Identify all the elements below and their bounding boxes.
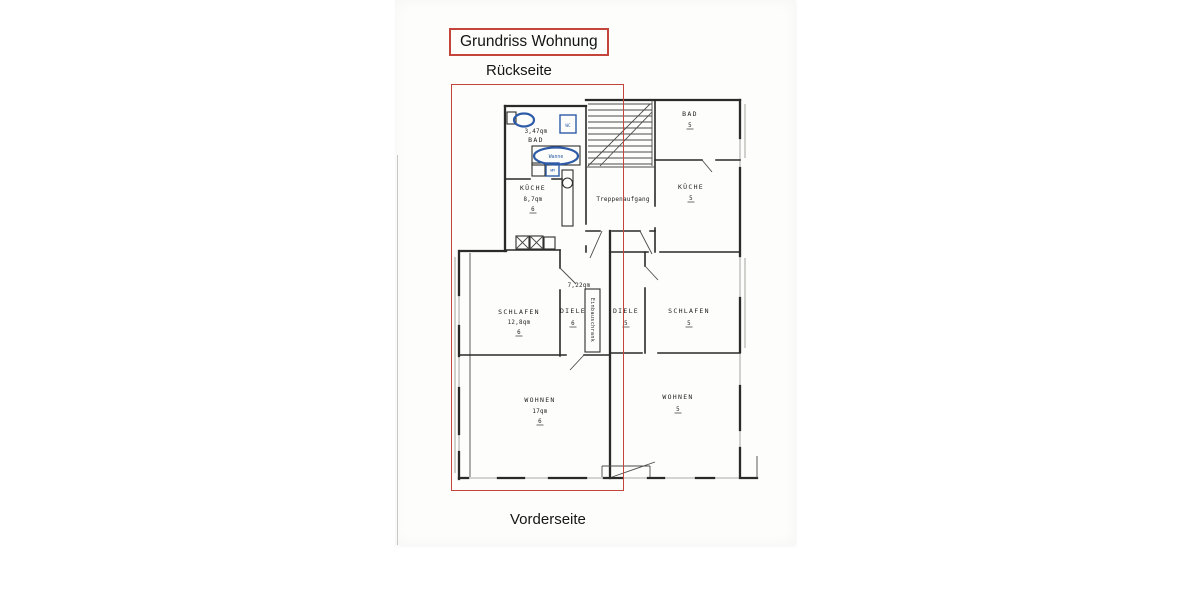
schlafen-left-name: SCHLAFEN — [498, 308, 540, 316]
schlafen-right-unit: 5 — [687, 321, 691, 327]
kitchen-sink-2 — [529, 235, 544, 250]
bad-left-area: 3,47qm — [525, 129, 548, 135]
appliance-box-1 — [531, 162, 546, 177]
kueche-right-name: KÜCHE — [678, 182, 704, 191]
wc-label: WC — [565, 123, 571, 129]
wohnen-left-unit: 6 — [538, 419, 542, 425]
scanned-page — [395, 0, 795, 545]
wanne-label: Wanne — [549, 154, 564, 160]
right-apartment-labels: BAD 5 KÜCHE 5 DIELE 5 SCHLAFEN 5 WOHNEN … — [613, 110, 710, 414]
left-apartment-highlight — [451, 84, 624, 491]
kueche-left-unit: 6 — [531, 207, 535, 213]
kitchen-stove — [543, 236, 556, 250]
wohnen-left-area: 17qm — [532, 409, 547, 415]
left-apartment-labels: 3,47qm BAD KÜCHE 8,7qm 6 SCHLAFEN 12,8qm… — [498, 129, 595, 426]
wc-highlight-box — [559, 114, 577, 134]
schlafen-left-area: 12,8qm — [508, 320, 531, 326]
diele-left-area: 7,22qm — [568, 283, 591, 289]
wm-label: WM — [550, 168, 555, 173]
door-swing-lines — [559, 159, 713, 478]
interior-walls — [458, 99, 741, 480]
diele-left-name: DIELE — [560, 307, 586, 315]
kueche-right-unit: 5 — [689, 196, 693, 202]
bad-left-name: BAD — [528, 136, 544, 144]
shaft-fixture — [561, 169, 574, 227]
built-in-closet — [584, 288, 601, 353]
wm-highlight-box — [545, 162, 560, 177]
fixtures — [506, 111, 601, 353]
schlafen-right-name: SCHLAFEN — [668, 307, 710, 315]
boiler-fixture — [561, 177, 574, 189]
einbauschrank-label: Einbauschrank — [589, 298, 595, 342]
kueche-left-area: 8,7qm — [524, 197, 543, 203]
bathtub-highlight-ellipse — [532, 146, 580, 166]
blue-annotations: WC Wanne WM — [512, 112, 580, 177]
page-edge-shadow — [397, 155, 398, 545]
front-side-label: Vorderseite — [510, 511, 586, 528]
bad-right-name: BAD — [682, 110, 698, 118]
wohnen-right-unit: 5 — [676, 407, 680, 413]
page-title: Grundriss Wohnung — [449, 28, 609, 56]
diele-left-unit: 6 — [571, 321, 575, 327]
wohnen-right-name: WOHNEN — [662, 393, 693, 401]
schlafen-left-unit: 6 — [517, 330, 521, 336]
back-side-label: Rückseite — [486, 62, 552, 79]
kitchen-sink-1 — [515, 235, 530, 250]
stairs-label: Treppenaufgang — [596, 196, 650, 203]
toilet-highlight-ellipse — [512, 112, 536, 128]
diele-right-unit: 5 — [624, 321, 628, 327]
staircase — [586, 100, 655, 168]
kueche-left-name: KÜCHE — [520, 183, 546, 192]
page-title-text: Grundriss Wohnung — [460, 33, 598, 50]
wohnen-left-name: WOHNEN — [524, 396, 555, 404]
cistern-fixture — [506, 111, 517, 125]
bad-right-unit: 5 — [688, 123, 692, 129]
diele-right-name: DIELE — [613, 307, 639, 315]
